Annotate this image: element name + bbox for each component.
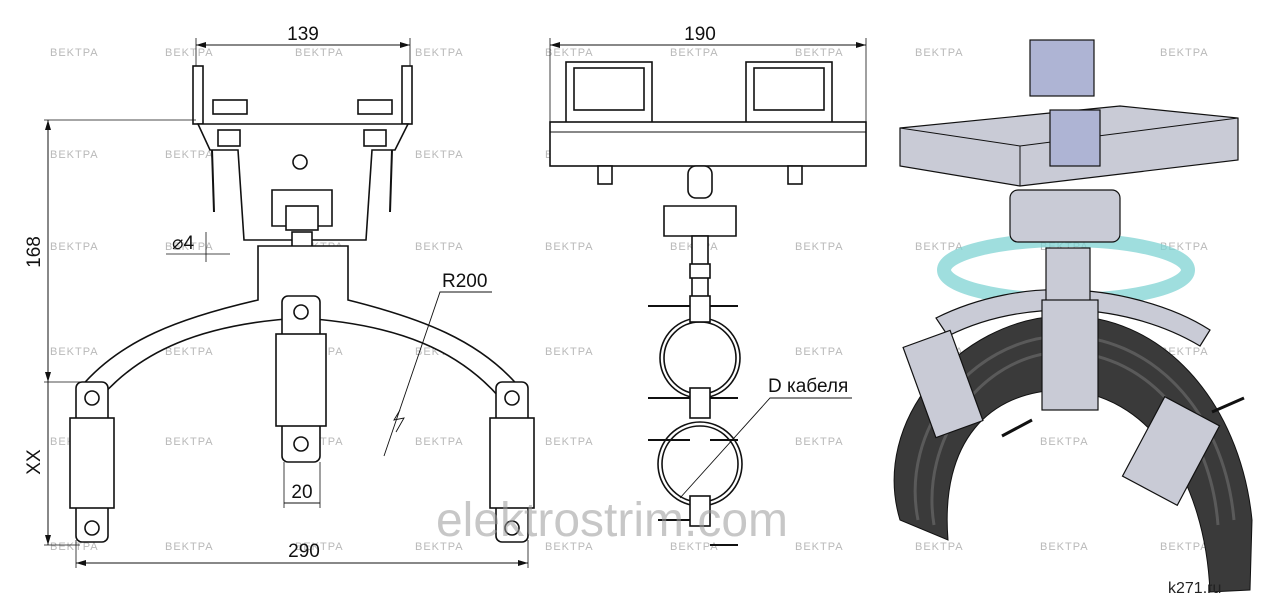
watermark-text: BEKTPA (50, 241, 99, 253)
ring-clamp-3 (689, 495, 711, 527)
watermark-text: BEKTPA (1160, 47, 1209, 59)
left-leg-hole-top (84, 390, 100, 406)
side-stem-nut (689, 263, 711, 279)
right-leg-hole-top (504, 390, 520, 406)
watermark-text: BEKTPA (165, 541, 214, 553)
watermark-text: BEKTPA (165, 346, 214, 358)
left-leg-hole-bottom (84, 520, 100, 536)
dim-clamp-height: XX (24, 449, 45, 475)
site-watermark: elektrostrim.com (436, 494, 788, 547)
watermark-text: BEKTPA (915, 47, 964, 59)
isometric-view (893, 39, 1253, 593)
dim-width-top-front: 139 (287, 24, 319, 45)
right-wheel-plate (401, 65, 413, 125)
side-view: 190 D кабеля (549, 24, 867, 546)
wheel-plate-3d-4 (1049, 109, 1101, 167)
side-bolt-left (597, 165, 613, 185)
side-bolt-right (787, 165, 803, 185)
left-clamp-3d (902, 329, 984, 439)
trolley-body (196, 123, 410, 241)
watermark-text: BEKTPA (545, 346, 594, 358)
watermark-text: BEKTPA (415, 541, 464, 553)
watermark-text: BEKTPA (670, 47, 719, 59)
watermark-text: BEKTPA (165, 47, 214, 59)
clevis-3d (1009, 189, 1121, 243)
right-clamp (489, 417, 535, 509)
left-nut (217, 129, 241, 147)
left-bolt-head (212, 99, 248, 115)
dim-hole-diameter: ⌀4 (172, 233, 194, 254)
right-leg-hole-bottom (504, 520, 520, 536)
hanger-arch-3d (935, 289, 1211, 347)
watermark-text: BEKTPA (795, 436, 844, 448)
left-wheel-plate (192, 65, 204, 125)
right-clamp-3d (1121, 395, 1221, 507)
right-nut (363, 129, 387, 147)
watermark-text: BEKTPA (1160, 541, 1209, 553)
watermark-text: BEKTPA (50, 149, 99, 161)
ring-clamp-1 (689, 295, 711, 323)
center-clamp-3d (1041, 299, 1099, 411)
watermark-text: BEKTPA (415, 149, 464, 161)
ring-clamp-2 (689, 387, 711, 419)
side-carriage-bar (549, 121, 867, 167)
dim-width-bottom: 290 (288, 541, 320, 562)
watermark-text: BEKTPA (795, 47, 844, 59)
side-wheel-left-inner (573, 67, 645, 111)
watermark-text: BEKTPA (295, 541, 344, 553)
cable-ring-lower-inner (661, 425, 739, 503)
watermark-text: BEKTPA (915, 241, 964, 253)
top-hole (292, 154, 308, 170)
watermark-text: BEKTPA (165, 436, 214, 448)
dim-radius: R200 (442, 271, 487, 292)
watermark-text: BEKTPA (295, 47, 344, 59)
side-wheel-right-inner (753, 67, 825, 111)
left-clamp (69, 417, 115, 509)
right-bolt-head (357, 99, 393, 115)
watermark-text: BEKTPA (50, 47, 99, 59)
watermark-text: BEKTPA (545, 47, 594, 59)
watermark-text: BEKTPA (915, 541, 964, 553)
watermark-text: BEKTPA (795, 541, 844, 553)
watermark-text: BEKTPA (415, 241, 464, 253)
dim-width-top-side: 190 (684, 24, 716, 45)
watermark-text: BEKTPA (1040, 436, 1089, 448)
watermark-text: BEKTPA (795, 346, 844, 358)
watermark-text: BEKTPA (415, 436, 464, 448)
center-clamp (275, 333, 327, 427)
watermark-text: BEKTPA (415, 47, 464, 59)
watermark-text: BEKTPA (545, 436, 594, 448)
wheel-plate-3d-2 (1029, 39, 1095, 97)
watermark-text: BEKTPA (165, 149, 214, 161)
watermark-text: BEKTPA (795, 241, 844, 253)
center-nut (285, 205, 319, 231)
label-cable-diameter: D кабеля (768, 376, 848, 397)
front-view: 139 ⌀4 R200 (24, 24, 535, 568)
watermark-text: BEKTPA (165, 241, 214, 253)
watermark-text: BEKTPA (50, 346, 99, 358)
watermark-text: BEKTPA (1040, 541, 1089, 553)
watermark-text: BEKTPA (545, 241, 594, 253)
center-leg-hole-bottom (293, 436, 309, 452)
center-leg-hole-top (293, 304, 309, 320)
cable-ring-upper-inner (663, 321, 737, 395)
watermark-text: BEKTPA (545, 541, 594, 553)
watermark-text: BEKTPA (670, 541, 719, 553)
side-hook (687, 165, 713, 199)
site-credit: k271.ru (1168, 580, 1221, 597)
side-clevis (663, 205, 737, 237)
dim-height-total: 168 (24, 236, 45, 268)
watermark-text: BEKTPA (50, 541, 99, 553)
dim-clamp-width: 20 (291, 482, 312, 503)
